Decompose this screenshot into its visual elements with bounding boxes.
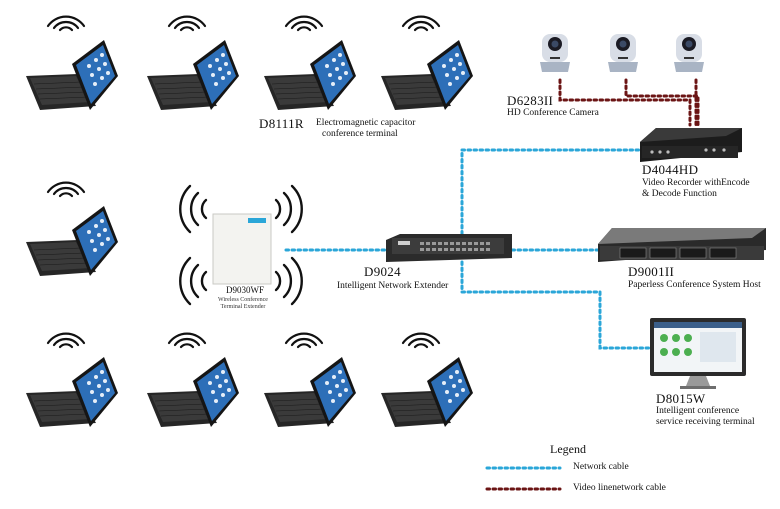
ptz-camera-icon[interactable]: [674, 34, 704, 72]
ptz-camera-icon[interactable]: [608, 34, 638, 72]
server-host[interactable]: [598, 228, 766, 262]
service-monitor[interactable]: [650, 318, 746, 389]
extender-desc-line2: Terminal Extender: [220, 304, 266, 310]
recorder-model-label: D4044HD: [642, 162, 699, 177]
terminal-7[interactable]: [146, 332, 240, 428]
extender-model-label: D9030WF: [226, 285, 264, 295]
ptz-camera-icon[interactable]: [540, 34, 570, 72]
terminal-desc-line1: Electromagnetic capacitor: [316, 118, 416, 128]
terminal-6[interactable]: [25, 332, 119, 428]
wireless-extender[interactable]: [179, 184, 303, 306]
switch-desc: Intelligent Network Extender: [337, 281, 449, 291]
monitor-model-label: D8015W: [656, 391, 706, 406]
monitor-desc-line2: service receiving terminal: [656, 417, 755, 427]
terminal-1[interactable]: [25, 15, 119, 111]
wifi-signal-icon: [179, 184, 303, 306]
extender-desc-line1: Wireless Conference: [218, 297, 268, 303]
legend-video-label: Video linenetwork cable: [573, 483, 666, 493]
camera-model-label: D6283II: [507, 93, 554, 108]
legend-network-label: Network cable: [573, 462, 629, 472]
legend-title: Legend: [550, 442, 586, 456]
network-cables: [284, 148, 652, 470]
terminal-model-label: D8111R: [259, 116, 304, 131]
terminal-8[interactable]: [263, 332, 357, 428]
terminal-9[interactable]: [380, 332, 474, 428]
video-cables: [485, 78, 700, 491]
monitor-desc-line1: Intelligent conference: [656, 406, 740, 416]
camera-desc: HD Conference Camera: [507, 108, 599, 118]
terminal-4[interactable]: [380, 15, 474, 111]
switch-model-label: D9024: [364, 264, 401, 279]
video-recorder[interactable]: [640, 128, 742, 162]
terminal-desc-line2: conference terminal: [322, 129, 398, 139]
network-switch[interactable]: [386, 234, 512, 262]
terminal-2[interactable]: [146, 15, 240, 111]
host-model-label: D9001II: [628, 264, 675, 279]
camera-group: [540, 34, 704, 72]
terminal-5[interactable]: [25, 181, 119, 277]
recorder-desc-line2: & Decode Function: [642, 189, 717, 199]
terminal-3[interactable]: [263, 15, 357, 111]
recorder-desc-line1: Video Recorder withEncode: [642, 178, 750, 188]
host-desc: Paperless Conference System Host: [628, 280, 761, 290]
